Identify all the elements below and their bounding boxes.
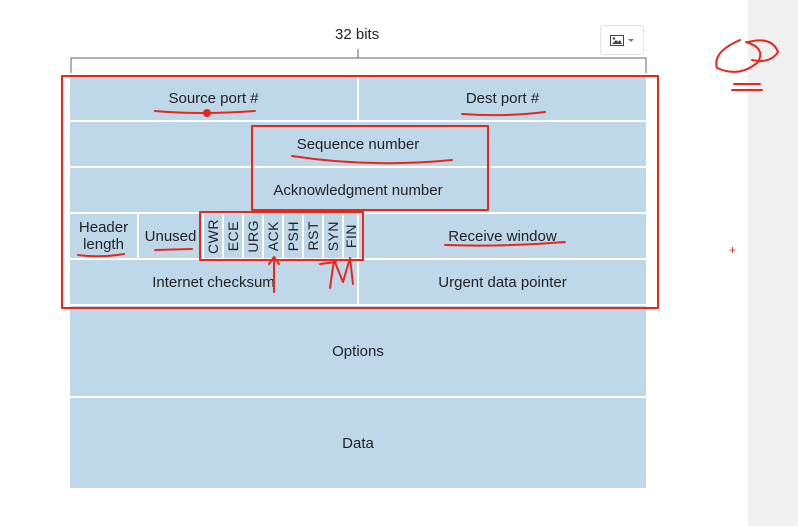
flag-ack: ACK	[264, 214, 282, 258]
urgent-pointer-field: Urgent data pointer	[359, 260, 646, 304]
flag-ece: ECE	[224, 214, 242, 258]
flag-label: ECE	[225, 220, 241, 252]
flag-rst: RST	[304, 214, 322, 258]
sequence-number-label: Sequence number	[296, 135, 420, 153]
flag-psh: PSH	[284, 214, 302, 258]
dest-port-field: Dest port #	[359, 77, 646, 120]
image-options-button[interactable]	[600, 25, 644, 55]
source-port-label: Source port #	[168, 90, 259, 107]
cursor-marker: +	[729, 243, 737, 257]
ack-number-label: Acknowledgment number	[273, 181, 443, 199]
urgent-pointer-label: Urgent data pointer	[438, 273, 567, 291]
header-length-line2: length	[83, 236, 124, 253]
flag-label: URG	[245, 219, 261, 253]
internet-checksum-field: Internet checksum	[70, 260, 357, 304]
flag-fin: FIN	[342, 214, 359, 258]
bit-width-label: 32 bits	[335, 26, 380, 43]
unused-field: Unused	[139, 214, 202, 258]
source-port-field: Source port #	[70, 77, 357, 120]
width-bracket	[70, 49, 647, 73]
flag-label: ACK	[265, 220, 281, 252]
flag-urg: URG	[244, 214, 262, 258]
flag-label: RST	[305, 221, 321, 251]
options-field: Options	[70, 306, 646, 396]
flag-cwr: CWR	[204, 214, 222, 258]
flag-label: PSH	[285, 220, 301, 252]
side-panel	[748, 0, 798, 526]
flag-label: CWR	[205, 218, 221, 254]
flag-label: FIN	[342, 223, 359, 249]
image-icon	[610, 34, 624, 46]
internet-checksum-label: Internet checksum	[152, 273, 275, 291]
sequence-number-field: Sequence number	[70, 122, 646, 166]
receive-window-field: Receive window	[359, 214, 646, 258]
data-field: Data	[70, 398, 646, 488]
unused-label: Unused	[144, 227, 197, 245]
flag-label: SYN	[325, 220, 341, 252]
options-label: Options	[332, 342, 384, 360]
flag-syn: SYN	[324, 214, 342, 258]
chevron-down-icon	[628, 38, 634, 42]
header-length-line1: Header	[78, 218, 129, 236]
header-length-field: Header length	[70, 214, 137, 258]
receive-window-label: Receive window	[448, 227, 557, 245]
dest-port-label: Dest port #	[465, 90, 540, 107]
ack-number-field: Acknowledgment number	[70, 168, 646, 212]
data-label: Data	[342, 434, 374, 452]
